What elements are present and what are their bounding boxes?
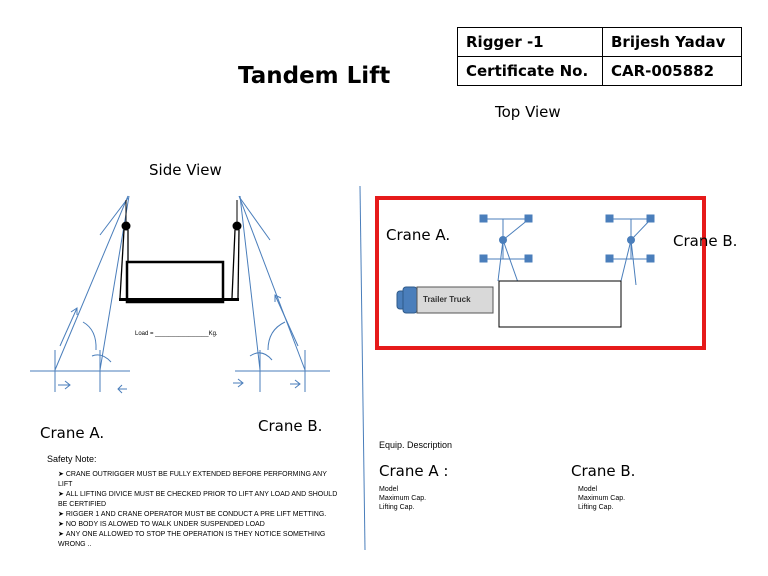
trailer-truck-label: Trailer Truck	[423, 295, 471, 304]
safety-note-list: CRANE OUTRIGGER MUST BE FULLY EXTENDED B…	[58, 470, 343, 550]
rigger-info-table: Rigger -1 Brijesh Yadav Certificate No. …	[457, 27, 742, 86]
hook-icon	[121, 221, 131, 231]
side-view-label: Side View	[149, 161, 222, 179]
side-crane-b-label: Crane B.	[258, 417, 323, 435]
safety-item: ALL LIFTING DIVICE MUST BE CHECKED PRIOR…	[58, 490, 343, 510]
side-load-rigging	[119, 200, 242, 304]
top-crane-b-label: Crane B.	[673, 232, 738, 250]
hook-icon	[232, 221, 242, 231]
crane-b-max-cap: Maximum Cap.	[578, 495, 626, 502]
safety-item: NO BODY IS ALOWED TO WALK UNDER SUSPENDE…	[58, 520, 343, 530]
rigger-row: Rigger -1 Brijesh Yadav	[457, 27, 742, 57]
suspended-load	[125, 260, 225, 304]
top-load	[498, 280, 622, 328]
equip-description-title: Equip. Description	[379, 440, 453, 450]
safety-note-title: Safety Note:	[47, 454, 97, 464]
safety-item: ANY ONE ALLOWED TO STOP THE OPERATION IS…	[58, 530, 343, 550]
crane-a-specs: Model Maximum Cap. Lifting Cap.	[379, 485, 426, 512]
top-crane-a	[479, 214, 533, 289]
divider-line	[359, 185, 366, 551]
certificate-row: Certificate No. CAR-005882	[457, 56, 742, 86]
top-view-frame	[375, 196, 706, 350]
rigger-name: Brijesh Yadav	[602, 27, 742, 57]
side-crane-b	[233, 195, 330, 392]
top-crane-b	[605, 214, 655, 286]
side-crane-a-label: Crane A.	[40, 424, 105, 442]
spreader-beam	[119, 298, 239, 301]
crane-a-lifting-cap: Lifting Cap.	[379, 504, 415, 511]
top-view-label: Top View	[495, 103, 561, 121]
crane-b-specs: Model Maximum Cap. Lifting Cap.	[578, 485, 625, 512]
crane-b-model: Model	[578, 486, 598, 493]
safety-item: RIGGER 1 AND CRANE OPERATOR MUST BE COND…	[58, 510, 343, 520]
page-title: Tandem Lift	[238, 63, 391, 89]
equip-crane-a-title: Crane A :	[379, 462, 449, 480]
top-crane-a-label: Crane A.	[386, 226, 451, 244]
crane-b-lifting-cap: Lifting Cap.	[578, 504, 614, 511]
safety-item: CRANE OUTRIGGER MUST BE FULLY EXTENDED B…	[58, 470, 343, 490]
load-weight-label: Load = ________________Kg.	[135, 331, 218, 337]
crane-a-model: Model	[379, 486, 399, 493]
certificate-number: CAR-005882	[602, 56, 742, 86]
equip-crane-b-title: Crane B.	[571, 462, 636, 480]
rigger-label: Rigger -1	[457, 27, 603, 57]
crane-a-max-cap: Maximum Cap.	[379, 495, 427, 502]
trailer-truck	[396, 280, 622, 328]
side-crane-a	[30, 195, 130, 394]
